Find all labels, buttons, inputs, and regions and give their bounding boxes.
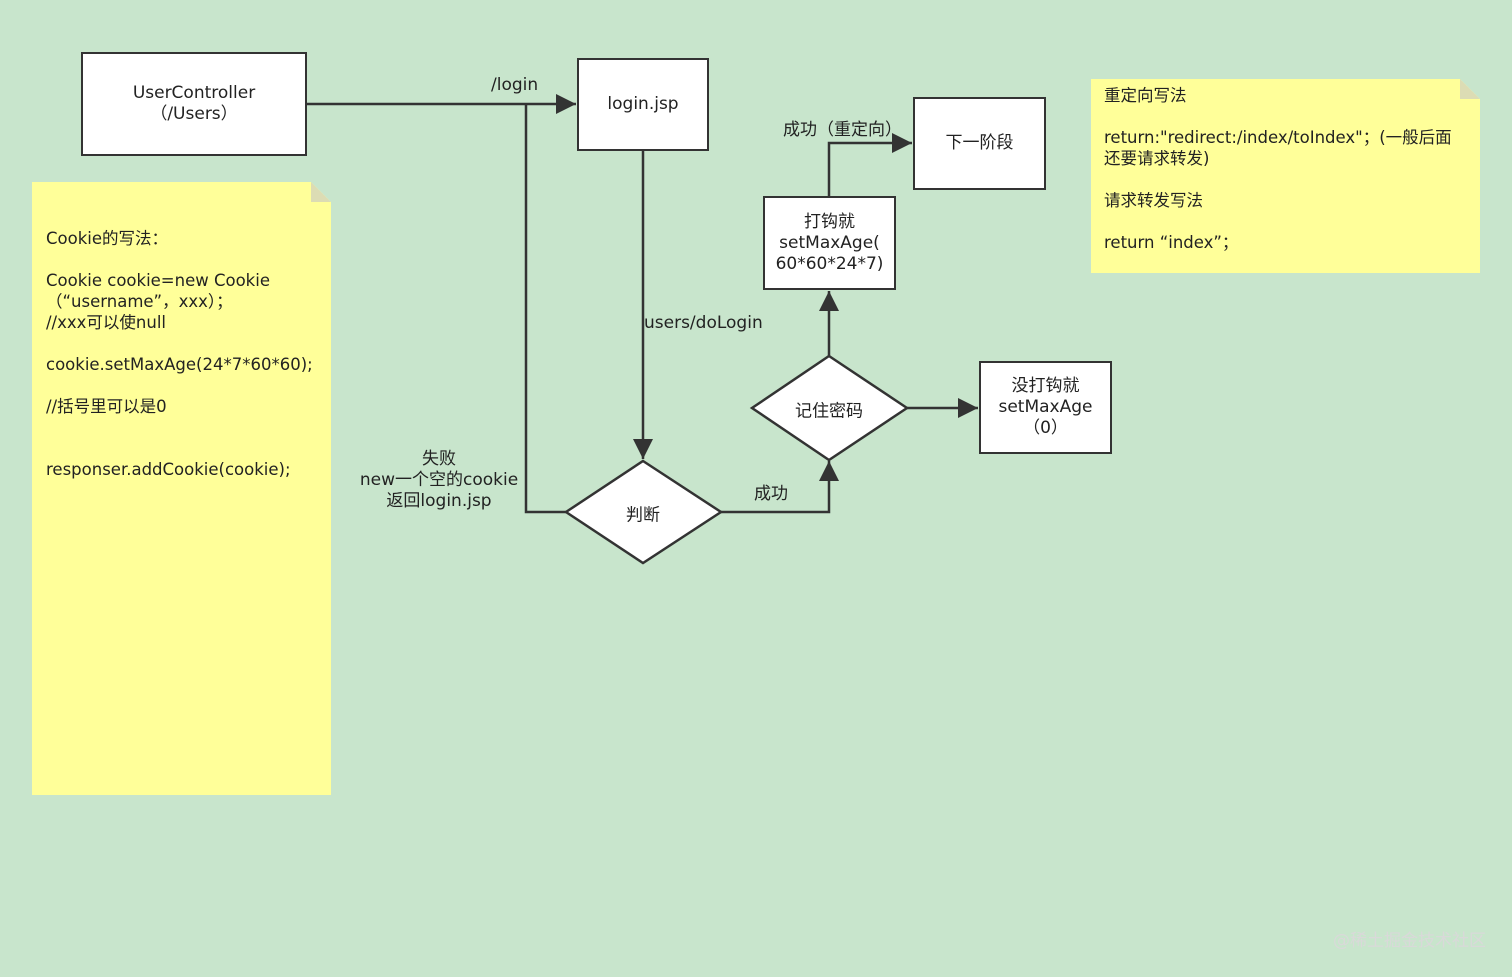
edge-label-success-redirect: 成功（重定向） [783, 120, 902, 140]
redirect-note-line: 请求转发写法 [1104, 191, 1203, 210]
fail-line-3: 返回login.jsp [386, 491, 492, 511]
watermark: @稀土掘金技术社区 [1333, 931, 1486, 951]
edge-label-do-login: users/doLogin [644, 313, 763, 333]
checked-line-2: setMaxAge( [779, 232, 880, 253]
redirect-note-line [1104, 106, 1480, 127]
login-jsp-box: login.jsp [577, 58, 709, 151]
fail-line-1: 失败 [422, 449, 456, 469]
next-stage-label: 下一阶段 [945, 133, 1014, 153]
checked-line-3: 60*60*24*7) [775, 253, 884, 274]
checked-box: 打钩就 setMaxAge( 60*60*24*7) [763, 196, 896, 290]
redirect-note-line [1104, 169, 1480, 190]
user-controller-box: UserController （/Users） [81, 52, 307, 156]
cookie-note-line: //括号里可以是0 [46, 397, 167, 416]
unchecked-line-2: setMaxAge [998, 397, 1093, 417]
judge-diamond [563, 459, 724, 565]
cookie-note-line [46, 417, 331, 438]
cookie-note-line [46, 333, 331, 354]
cookie-note-line: （“username”，xxx）； [46, 292, 233, 311]
redirect-note: 重定向写法 return:"redirect:/index/toIndex"；(… [1091, 79, 1480, 273]
next-stage-box: 下一阶段 [913, 97, 1046, 190]
redirect-note-line: 还要请求转发) [1104, 149, 1210, 168]
unchecked-line-1: 没打钩就 [1011, 376, 1080, 396]
unchecked-box: 没打钩就 setMaxAge （0） [979, 361, 1112, 454]
remember-label: 记住密码 [795, 401, 863, 422]
cookie-note-line: Cookie cookie=new Cookie [46, 271, 270, 290]
user-controller-line-2: （/Users） [150, 104, 238, 124]
edge-label-success: 成功 [754, 484, 788, 504]
edge-label-fail: 失败 new一个空的cookie 返回login.jsp [358, 449, 520, 512]
user-controller-line-1: UserController [132, 83, 256, 103]
edge-judge-fail [524, 104, 566, 514]
login-jsp-label: login.jsp [607, 94, 679, 114]
checked-line-1: 打钩就 [804, 211, 855, 232]
cookie-note-line: Cookie的写法： [46, 229, 169, 248]
redirect-note-line: return “index”； [1104, 233, 1239, 252]
judge-label: 判断 [626, 505, 660, 526]
cookie-note-line: //xxx可以使null [46, 313, 166, 332]
cookie-note-line [46, 249, 331, 270]
redirect-note-line: 重定向写法 [1104, 86, 1187, 105]
edge-judge-to-remember [721, 461, 839, 514]
edge-label-login: /login [491, 75, 539, 95]
fail-line-2: new一个空的cookie [359, 470, 519, 490]
edge-checked-to-next [827, 133, 912, 197]
cookie-note-line [46, 438, 331, 459]
unchecked-line-3: （0） [1023, 418, 1068, 438]
redirect-note-line: return:"redirect:/index/toIndex"；(一般后面 [1104, 128, 1452, 147]
redirect-note-line [1104, 211, 1480, 232]
cookie-note-line [46, 375, 331, 396]
cookie-note: Cookie的写法： Cookie cookie=new Cookie （“us… [32, 182, 331, 795]
cookie-note-line: cookie.setMaxAge(24*7*60*60); [46, 355, 313, 374]
cookie-note-line: responser.addCookie(cookie); [46, 460, 291, 479]
remember-diamond [749, 354, 910, 462]
